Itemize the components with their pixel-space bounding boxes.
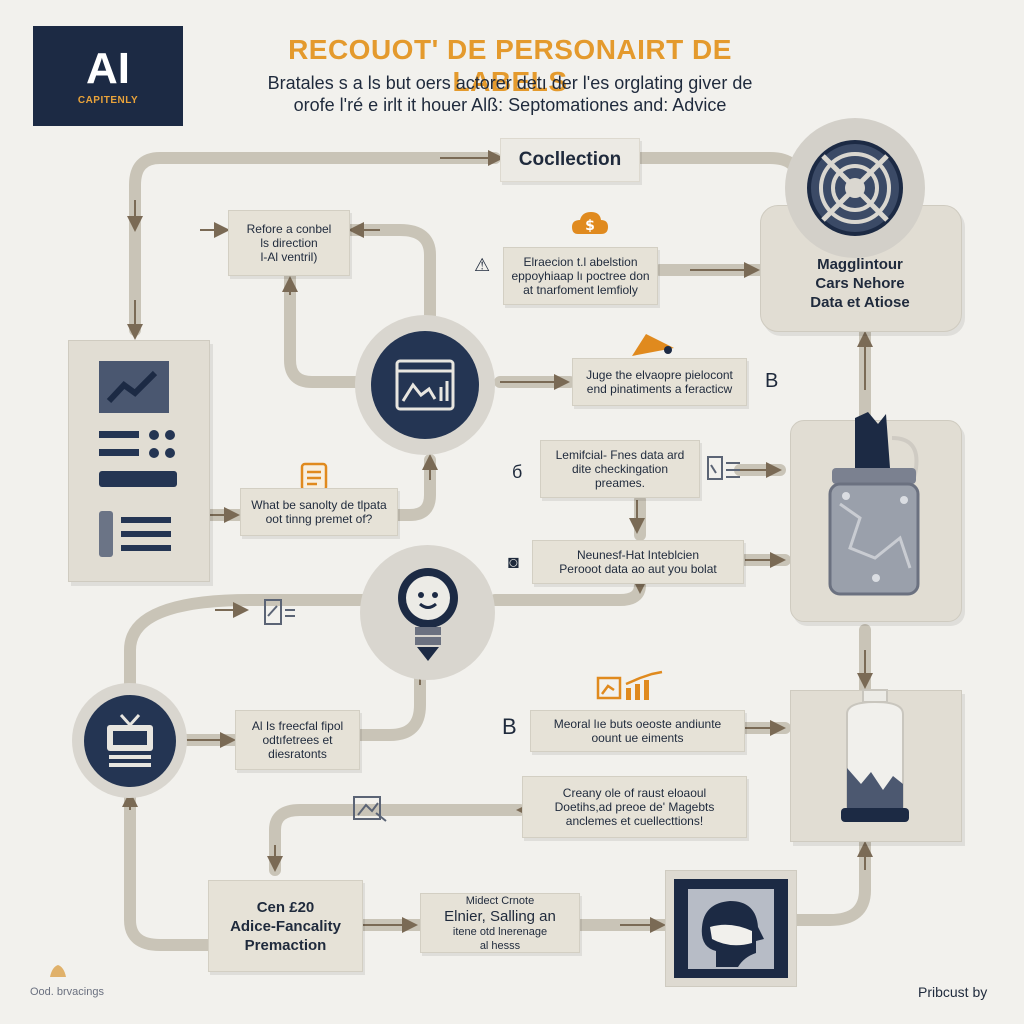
logo-subtitle: CAPITENLY (77, 94, 139, 106)
manage-line-1: Magglintour (817, 256, 903, 273)
manage-line-3: Data et Atiose (810, 294, 910, 311)
lemfical-line-2: dite checkingation (571, 462, 669, 476)
cen-line-2: Adice-Fancality (230, 917, 341, 935)
page-title: RECOUOT' DE PERSONAIRT DE LABELS (288, 34, 732, 97)
cloud-dollar-icon: $ (570, 208, 610, 240)
extraction-line-1: Elraecion t.l abelstion (523, 255, 638, 269)
before-control-line-1: Refore a conbel (246, 222, 332, 236)
head-mask-icon (688, 888, 774, 969)
subtitle-line-1: Bratales s a ls but oers actorer detı de… (267, 73, 753, 93)
logo-mark: AI (86, 43, 130, 93)
monitor-circle[interactable] (355, 315, 495, 455)
neuresh-line-2: Perooot data ao aut you bolat (559, 562, 717, 576)
neuresh-line-1: Neunesf-Hat Inteblcien (576, 548, 700, 562)
page-subtitle: Bratales s a ls but oers actorer detı de… (230, 72, 790, 116)
midect-line-4: al hesss (479, 939, 521, 952)
ai-freed-node[interactable]: Al Is freecfal fipol odtıfetrees et dies… (235, 710, 360, 770)
extraction-line-2: eppoyhiaap lı poctree don (511, 269, 650, 283)
trend-chart-icon (99, 361, 169, 413)
lemfical-marker: б (512, 462, 523, 482)
image-edit-icon (352, 793, 388, 823)
midect-line-3: itene otd lnerenage (452, 925, 548, 938)
midect-line-2: Elnier, Salling an (444, 907, 556, 925)
neoral-node[interactable]: Meoral lıe buts oeoste andiunte oount ue… (530, 710, 745, 752)
neoral-line-2: oount ue eiments (591, 731, 684, 745)
dashboard-panel[interactable] (68, 340, 210, 582)
target-icon (807, 140, 903, 236)
manage-line-2: Cars Nehore (815, 275, 905, 292)
before-control-line-3: l-Al ventril) (260, 250, 318, 264)
creany-line-3: anclemes et cuellecttions! (565, 814, 704, 828)
extraction-node[interactable]: Elraecion t.l abelstion eppoyhiaap lı po… (503, 247, 658, 305)
neuresh-node[interactable]: Neunesf-Hat Inteblcien Perooot data ao a… (532, 540, 744, 584)
ai-freed-line-2: odtıfetrees et (262, 733, 333, 747)
tv-circle[interactable] (72, 683, 187, 798)
subtitle-line-2: orofe l'ré e irlt it houer Alß: Septomat… (293, 95, 727, 115)
flag-icon (628, 330, 678, 358)
head-mask-panel[interactable] (665, 870, 797, 987)
before-control-node[interactable]: Refore a conbel ls direction l-Al ventri… (228, 210, 350, 276)
lemfical-line-1: Lemifcial- Fnes data ard (555, 448, 685, 462)
footer-left-text: Ood. brvacings (30, 986, 104, 998)
collection-node[interactable]: Coclle​ction (500, 138, 640, 182)
bottle-icon (835, 688, 915, 828)
ai-freed-line-3: diesratonts (268, 747, 327, 761)
extraction-line-3: at tnarfoment lemfioly (523, 283, 638, 297)
what-be-node[interactable]: What be sanolty de tlpata oot tinng prem… (240, 488, 398, 536)
cylinder-icon (99, 471, 177, 487)
flag-small-icon: ⚠ (474, 255, 491, 275)
midect-line-1: Midect Crnote (465, 894, 535, 907)
manage-label: Magglintour Cars Nehore Data et Atiose (770, 255, 950, 315)
midect-node[interactable]: Midect Crnote Elnier, Salling an itene o… (420, 893, 580, 953)
lightbulb-circle[interactable] (360, 545, 495, 680)
target-circle (785, 118, 925, 258)
tv-icon (106, 713, 153, 767)
svg-text:$: $ (585, 218, 595, 234)
judge-marker: B (765, 370, 779, 392)
lightbulb-face-icon (397, 567, 458, 661)
cen-line-1: Cen £20 (256, 898, 315, 916)
judge-line-1: Juge the elvaopre pielocont (586, 368, 733, 382)
neoral-line-1: Meoral lıe buts oeoste andiunte (553, 717, 722, 731)
judge-node[interactable]: Juge the elvaopre pielocont end pinatime… (572, 358, 747, 406)
cen-line-3: Premaction (244, 936, 327, 954)
creany-line-1: Creany ole of raust eloaoul (562, 786, 707, 800)
gear-icon (99, 511, 113, 557)
neoral-marker: B (502, 714, 517, 739)
footer-leaf-icon (48, 963, 68, 979)
camera-icon: ◙ (508, 552, 519, 572)
creany-line-2: Doetihs,ad preoe de' Magebts (554, 800, 715, 814)
brand-logo: AI CAPITENLY (33, 26, 183, 126)
jar-icon (820, 408, 930, 598)
document-edit-icon (263, 598, 297, 628)
lemfical-line-3: preames. (594, 476, 645, 490)
creany-node[interactable]: Creany ole of raust eloaoul Doetihs,ad p… (522, 776, 747, 838)
what-be-line-2: oot tinng premet of? (265, 512, 373, 526)
before-control-line-2: ls direction (260, 236, 318, 250)
checklist-doc-icon (706, 455, 742, 485)
what-be-line-1: What be sanolty de tlpata (251, 498, 387, 512)
lemfical-node[interactable]: Lemifcial- Fnes data ard dite checkingat… (540, 440, 700, 498)
cen-node[interactable]: Cen £20 Adice-Fancality Premaction (208, 880, 363, 972)
judge-line-2: end pinatiments a feracticw (586, 382, 733, 396)
monitor-chart-icon (395, 359, 455, 411)
footer-right-text: Pribcust by (918, 984, 988, 1000)
ai-freed-line-1: Al Is freecfal fipol (251, 719, 344, 733)
bar-chart-icon (596, 670, 666, 702)
